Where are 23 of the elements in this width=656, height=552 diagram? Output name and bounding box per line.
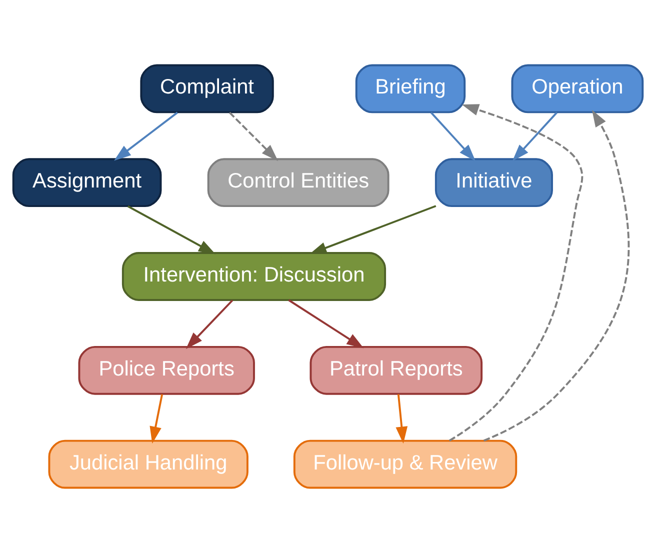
arrow xyxy=(186,299,234,348)
node-box: Initiative xyxy=(434,158,553,207)
node-box: Operation xyxy=(511,64,644,113)
arrow xyxy=(114,111,178,160)
node-box: Complaint xyxy=(140,64,274,113)
arrow xyxy=(430,111,476,161)
node-box: Patrol Reports xyxy=(310,345,483,394)
arrow xyxy=(310,204,436,254)
node-box: Briefing xyxy=(355,64,466,113)
arrow xyxy=(512,111,558,161)
node-box: Control Entities xyxy=(207,158,390,207)
arrow xyxy=(448,104,584,441)
node-box: Intervention: Discussion xyxy=(122,252,386,300)
node-box: Follow-up & Review xyxy=(293,439,518,488)
node-box: Assignment xyxy=(12,158,162,207)
arrow xyxy=(483,109,630,442)
arrow xyxy=(127,204,216,254)
arrow xyxy=(150,394,164,444)
arrow xyxy=(396,394,408,444)
arrow xyxy=(288,298,364,348)
node-box: Judicial Handling xyxy=(48,439,248,488)
arrow xyxy=(228,111,278,161)
node-box: Police Reports xyxy=(78,345,255,394)
